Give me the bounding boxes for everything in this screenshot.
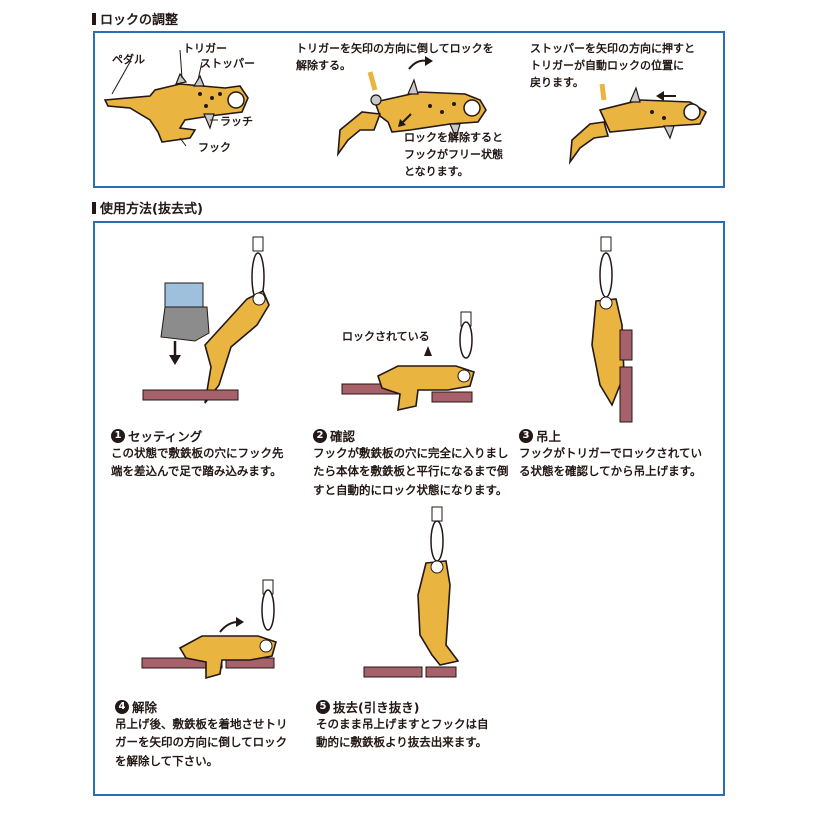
step-title: セッティング [128,429,203,444]
lock-adjust-panel [93,31,725,188]
step1-description: この状態で敷鉄板の穴にフック先 端を差込んで足で踏み込みます。 [111,446,284,479]
note-free-state: ロックを解除すると フックがフリー状態 となります。 [404,131,503,179]
step-number-badge: 1 [111,428,125,443]
arrow-rotate-icon [408,56,433,70]
step-number-badge: 4 [115,699,129,714]
label-latch: ラッチ [220,115,253,128]
arrow-left-icon [656,91,676,101]
label-hook: フック [198,141,231,154]
clamp-parts-diagram [103,49,249,147]
arrow-down-left-icon [398,113,412,127]
title-bar-icon [92,12,96,25]
section-title-text: ロックの調整 [100,13,179,28]
step-number-badge: 3 [519,428,533,443]
step3-description: フックがトリガーでロックされてい る状態を確認してから吊上げます。 [519,446,702,479]
step4-heading: 4 解除 [115,697,157,716]
title-bar-icon [92,201,96,214]
note-release-trigger: トリガーを矢印の方向に倒してロックを 解除する。 [296,42,494,73]
section-title-usage: 使用方法(抜去式) [92,198,203,217]
step1-setting-illustration [142,236,270,404]
label-pedal: ペダル [112,53,145,66]
callout-locked: ロックされている [342,330,430,343]
section-title-text: 使用方法(抜去式) [100,202,203,217]
section-title-lock-adjust: ロックの調整 [92,9,178,28]
step3-lift-illustration [591,236,633,423]
step2-description: フックが敷鉄板の穴に完全に入りまし たら本体を敷鉄板と平行になるまで倒 すと自動… [313,446,509,497]
step5-heading: 5 抜去(引き抜き) [316,697,419,716]
note-auto-lock: ストッパーを矢印の方向に押すと トリガーが自動ロックの位置に 戻ります。 [530,42,695,90]
clamp-autolock-diagram [568,83,708,165]
step-number-badge: 5 [316,699,330,714]
label-trigger: トリガー [183,42,227,55]
step1-heading: 1 セッティング [111,426,202,445]
step-title: 解除 [132,700,158,715]
step4-description: 吊上げ後、敷鉄板を着地させトリ ガーを矢印の方向に倒してロック を解除して下さい… [115,717,288,768]
step4-release-illustration [141,579,277,680]
step2-confirm-illustration [341,311,475,412]
label-stopper: ストッパー [200,57,255,70]
step3-heading: 3 吊上 [519,426,561,445]
step2-heading: 2 確認 [313,426,355,445]
step-number-badge: 2 [313,428,327,443]
step5-extract-illustration [363,506,460,678]
step-title: 確認 [330,429,356,444]
step-title: 抜去(引き抜き) [333,700,420,715]
usage-panel [93,221,725,796]
step5-description: そのまま吊上げますとフックは自 動的に敷鉄板より抜去出来ます。 [316,717,489,750]
step-title: 吊上 [536,429,562,444]
